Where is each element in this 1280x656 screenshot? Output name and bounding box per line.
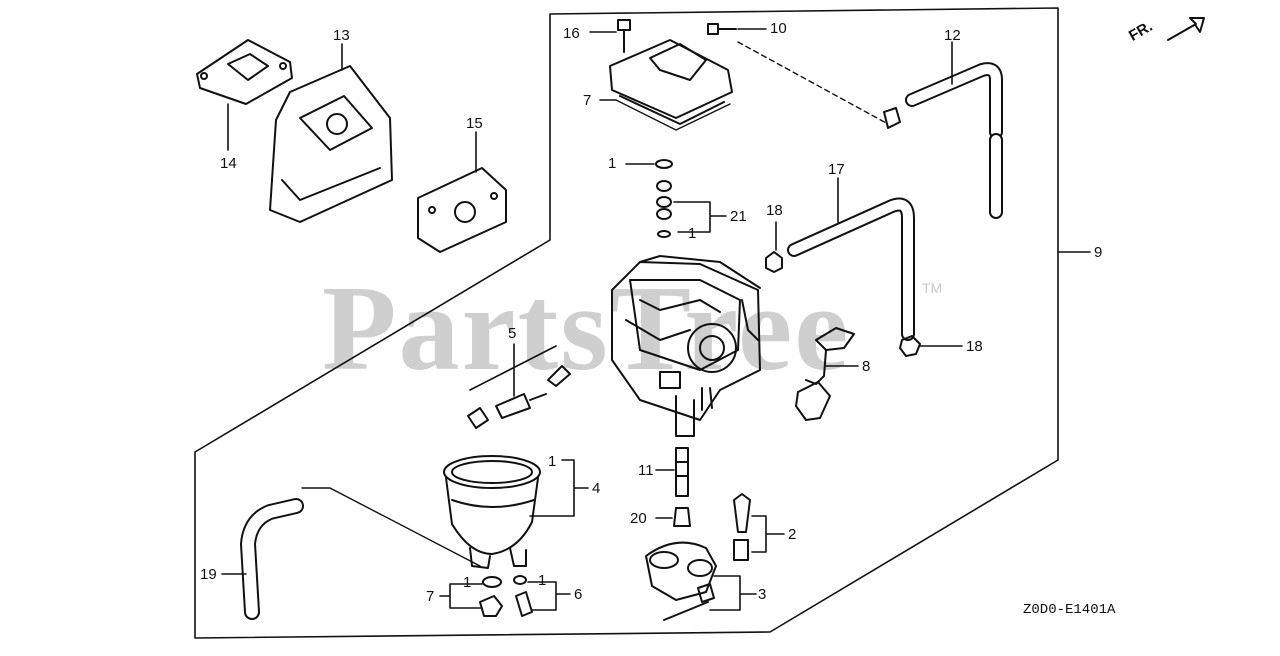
callout-19: 19 <box>200 566 217 583</box>
callout-11: 11 <box>638 462 654 479</box>
tube-part-19 <box>240 498 304 620</box>
callout-1d: 1 <box>463 574 472 591</box>
screw-part-16 <box>617 19 631 53</box>
callout-12: 12 <box>944 27 961 44</box>
callout-2: 2 <box>788 526 797 543</box>
nut-part-18 <box>765 251 783 273</box>
screw-part-6 <box>513 575 533 617</box>
bracket-4 <box>529 459 589 517</box>
assembly-boundary <box>194 7 1059 639</box>
leader-dashed-7 <box>737 41 889 125</box>
seal-stack-21 <box>655 159 673 238</box>
callout-10: 10 <box>770 20 787 37</box>
plate-part-13 <box>269 65 393 223</box>
cover-part-7 <box>609 39 733 131</box>
callout-1c: 1 <box>548 453 557 470</box>
needle-valve-part-2 <box>733 493 751 561</box>
callout-4: 4 <box>592 480 601 497</box>
callout-1a: 1 <box>608 155 617 172</box>
callout-20: 20 <box>630 510 647 527</box>
diagram-code: Z0D0-E1401A <box>1023 602 1116 618</box>
screw-part-10 <box>707 23 737 35</box>
callout-1e: 1 <box>538 572 547 589</box>
tube-part-17 <box>787 197 915 341</box>
screw-set-part-5 <box>467 365 571 429</box>
callout-5: 5 <box>508 325 517 342</box>
trademark-mark: TM <box>922 280 943 296</box>
bracket-3 <box>709 575 757 611</box>
callout-7-bottom: 7 <box>426 588 435 605</box>
bracket-7 <box>439 583 483 609</box>
float-part-3 <box>645 541 717 621</box>
callout-15: 15 <box>466 115 483 132</box>
bracket-5 <box>469 343 557 397</box>
callout-14: 14 <box>220 155 237 172</box>
callout-9: 9 <box>1094 244 1103 261</box>
callout-16: 16 <box>563 25 580 42</box>
clip-part <box>883 107 901 129</box>
callout-1b: 1 <box>688 225 697 242</box>
lever-part-8 <box>795 327 855 421</box>
carburetor-body <box>611 255 761 437</box>
direction-arrow-icon <box>1167 17 1205 41</box>
bracket-2 <box>751 515 785 553</box>
jet-part-11 <box>675 447 689 497</box>
bracket-21 <box>673 201 727 233</box>
gasket-part-14 <box>196 39 293 105</box>
jet-part-20 <box>673 507 691 527</box>
bracket-6 <box>527 581 571 611</box>
float-bowl-part-4 <box>443 455 541 569</box>
callout-3: 3 <box>758 586 767 603</box>
callout-18a: 18 <box>766 202 783 219</box>
callout-17: 17 <box>828 161 845 178</box>
leader-dashed-19 <box>301 487 481 567</box>
callout-8: 8 <box>862 358 871 375</box>
tube-part-12 <box>905 62 1003 219</box>
drain-screw-part-7 <box>479 576 503 617</box>
callout-13: 13 <box>333 27 350 44</box>
callout-7-top: 7 <box>583 92 592 109</box>
callout-6: 6 <box>574 586 583 603</box>
nut-part-18b <box>899 335 921 357</box>
plate-part-15 <box>417 167 507 253</box>
callout-21: 21 <box>730 208 747 225</box>
callout-18b: 18 <box>966 338 983 355</box>
